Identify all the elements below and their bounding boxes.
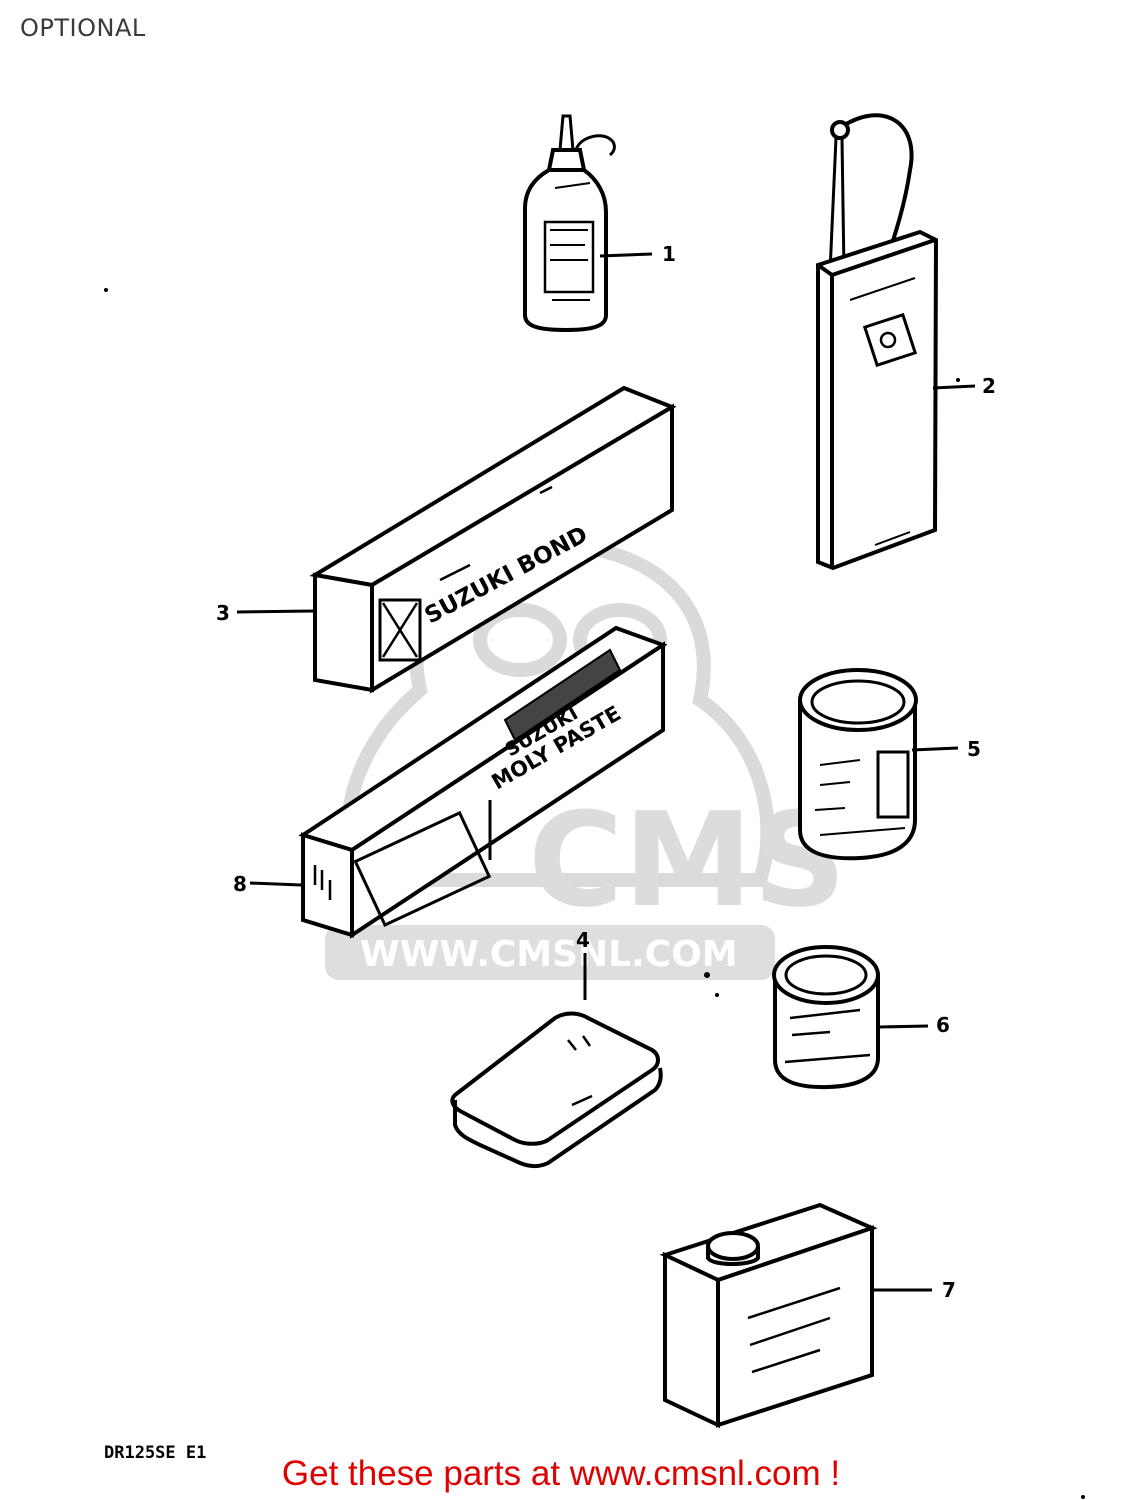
callout-3: 3: [216, 601, 230, 625]
callout-7: 7: [942, 1278, 956, 1302]
item-1-oil-bottle[interactable]: [523, 114, 616, 333]
callout-8: 8: [233, 872, 247, 896]
model-code: DR125SE E1: [104, 1443, 207, 1463]
item-5-leader: [911, 746, 959, 752]
item-1-leader: [599, 252, 653, 258]
callout-1: 1: [662, 242, 676, 266]
item-6-small-tin[interactable]: [772, 945, 880, 1090]
callout-4: 4: [576, 928, 590, 952]
item-4-small-case[interactable]: [450, 1011, 663, 1168]
page-title: OPTIONAL: [20, 14, 146, 42]
callout-5: 5: [967, 737, 981, 761]
item-6-leader: [879, 1024, 929, 1029]
callout-2: 2: [982, 374, 996, 398]
item-5-large-tin[interactable]: [798, 668, 918, 861]
footer-link[interactable]: Get these parts at www.cmsnl.com !: [281, 1454, 841, 1493]
watermark-logo: CMS: [528, 784, 846, 936]
callout-6: 6: [936, 1013, 950, 1037]
scan-specks: [104, 288, 1085, 1499]
item-7-square-tin[interactable]: [659, 994, 878, 1429]
item-3-leader: [236, 609, 314, 614]
item-8-leader: [249, 881, 302, 887]
item-2-leader: [932, 384, 976, 390]
watermark-eye-left: [473, 603, 567, 677]
item-3-suzuki-bond-box[interactable]: [309, 385, 677, 694]
watermark-url-band: [325, 925, 775, 980]
item-2-tall-can[interactable]: [816, 113, 939, 571]
item-8-moly-paste-box[interactable]: [298, 625, 668, 939]
watermark-url: WWW.CMSNL.COM: [360, 934, 738, 975]
